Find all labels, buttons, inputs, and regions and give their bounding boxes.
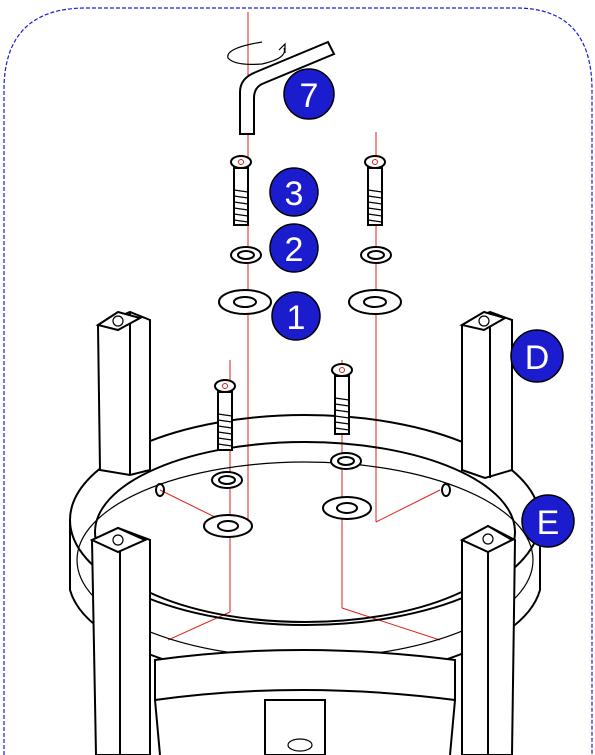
flat-washer-upper-left (218, 289, 272, 315)
spring-washer-upper-right (360, 246, 392, 264)
allen-key-icon (239, 40, 336, 135)
leg-back-left (95, 310, 151, 477)
callout-2: 2 (269, 223, 319, 273)
frame-border (3, 7, 593, 755)
flat-washer-upper-right (348, 289, 402, 315)
flat-washer-lower-right (322, 496, 372, 520)
bolt-upper-left (230, 155, 252, 226)
bolt-lower-right (331, 363, 353, 435)
rotation-arrow-icon (227, 41, 286, 65)
leg-back-right (459, 310, 513, 480)
callout-1-label: 1 (287, 299, 306, 337)
callout-2-label: 2 (285, 231, 304, 269)
callout-3: 3 (269, 167, 319, 217)
spring-washer-upper-left (230, 246, 262, 264)
flat-washer-lower-left (203, 514, 253, 538)
bolt-lower-left (214, 379, 236, 451)
callout-7-label: 7 (300, 77, 319, 115)
leg-front-right (459, 524, 517, 755)
spring-washer-lower-right (330, 452, 362, 470)
callout-E: E (521, 494, 575, 548)
callout-D-label: D (525, 339, 550, 377)
callout-1: 1 (271, 291, 321, 341)
spring-washer-lower-left (211, 471, 243, 489)
leg-front-left (89, 526, 151, 755)
lower-crossbar (154, 649, 456, 755)
bolt-upper-right (364, 155, 386, 226)
callout-D: D (510, 329, 564, 383)
callout-E-label: E (537, 504, 560, 542)
callout-7: 7 (283, 68, 335, 120)
callout-3-label: 3 (285, 175, 304, 213)
